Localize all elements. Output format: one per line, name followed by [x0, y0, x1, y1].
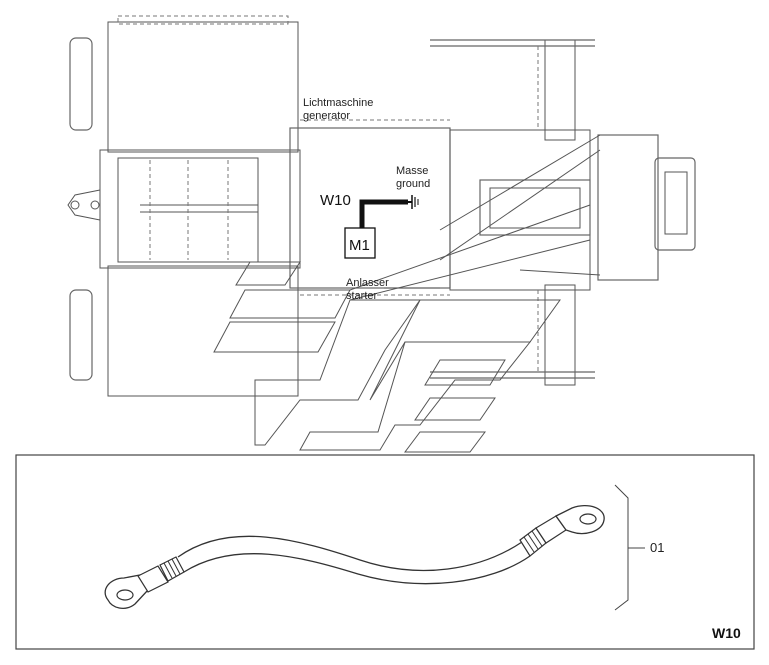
- starter-motor-m1: M1: [344, 227, 376, 259]
- wheel-rear-left: [69, 37, 93, 131]
- battery-compartment: [479, 179, 591, 236]
- generator-label-de: Lichtmaschine: [303, 97, 373, 109]
- starter-label: Anlasser starter: [346, 277, 440, 302]
- wheel-front-right: [544, 284, 576, 386]
- body-lower-left: [107, 265, 299, 397]
- harness-outline: [213, 261, 561, 453]
- ground-symbol-icon: [408, 195, 419, 209]
- generator-label: Lichtmaschine generator: [303, 97, 373, 122]
- ground-label: Masse ground: [396, 165, 430, 190]
- ground-label-en: ground: [396, 178, 430, 190]
- frame-center: [99, 149, 301, 269]
- part-number-label: 01: [650, 540, 664, 555]
- starter-label-en: starter: [346, 290, 378, 302]
- front-axle: [597, 134, 659, 281]
- cable-id-label: W10: [320, 192, 351, 209]
- part-detail-panel: 01 W10: [15, 454, 755, 650]
- generator-label-en: generator: [303, 110, 350, 122]
- ground-label-de: Masse: [396, 165, 428, 177]
- wheel-front-left: [544, 39, 576, 141]
- cable-w10-route: W10: [320, 192, 419, 228]
- starter-label-de: Anlasser: [346, 277, 389, 289]
- body-upper-left: [107, 21, 299, 153]
- panel-code-label: W10: [712, 625, 741, 641]
- generator-housing: [289, 127, 451, 289]
- wheel-rear-right: [69, 289, 93, 381]
- ground-cable-part: [104, 505, 605, 610]
- machine-top-view: [67, 15, 696, 397]
- motor-id-label: M1: [349, 237, 370, 254]
- part-bracket: [614, 484, 629, 611]
